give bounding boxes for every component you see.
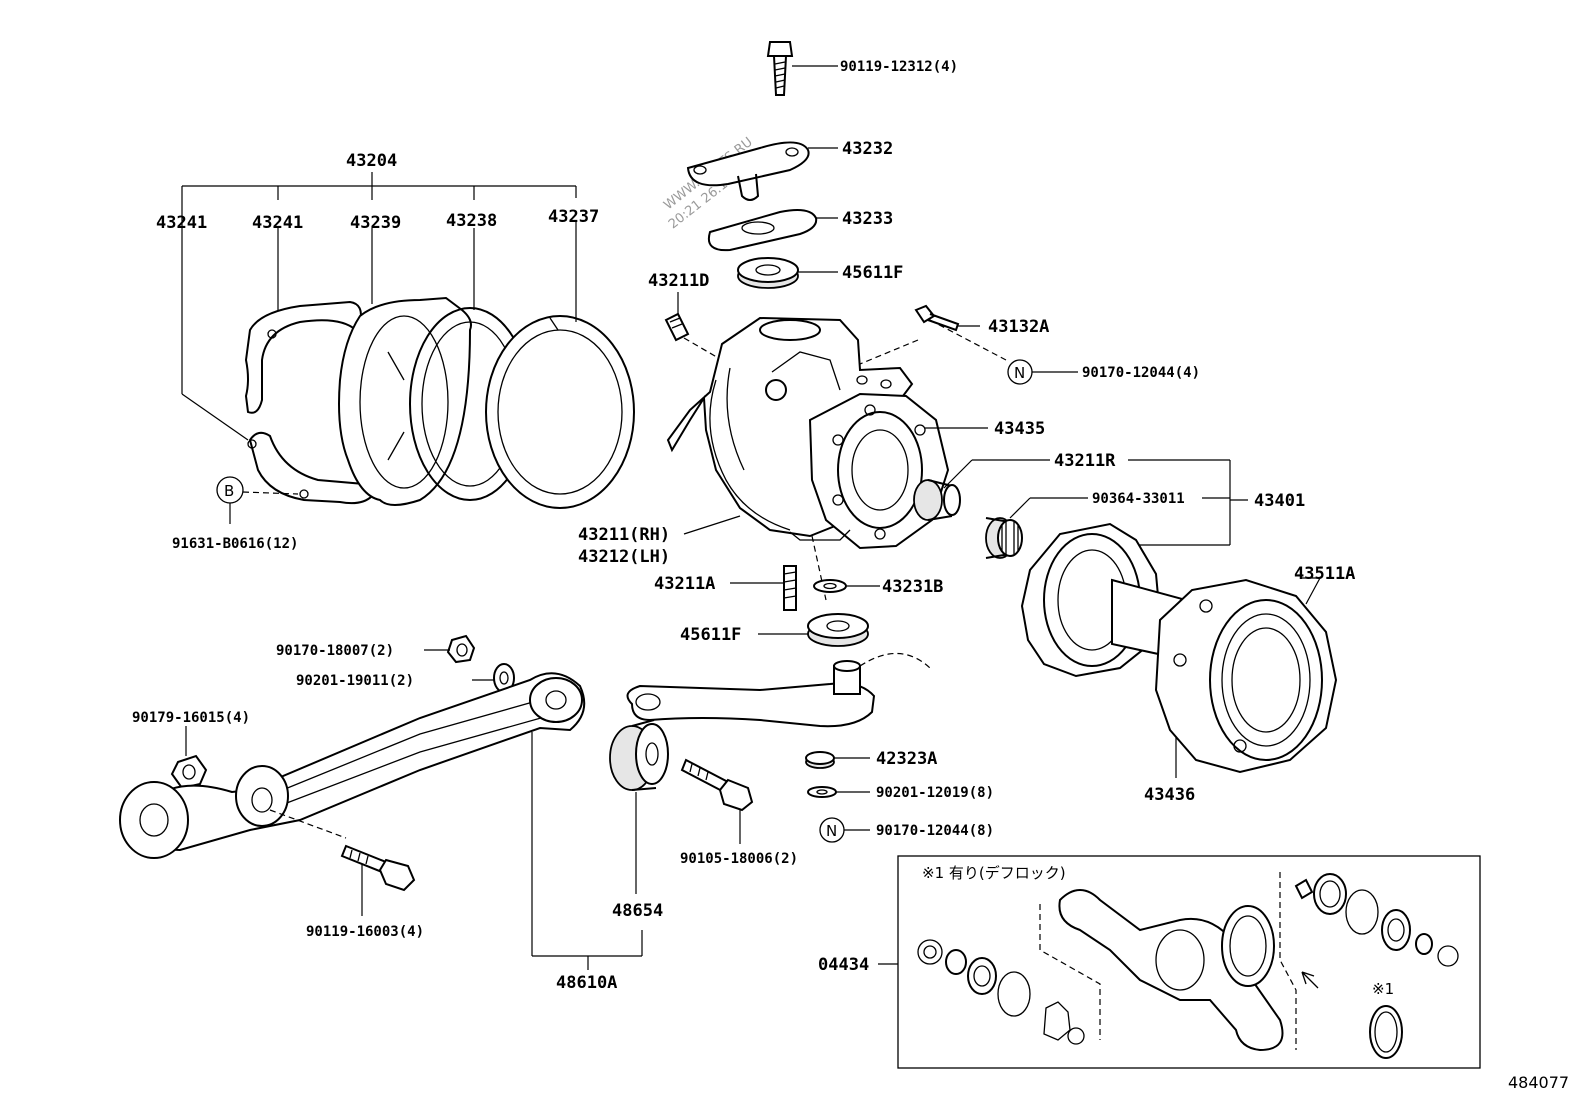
label-43232: 43232: [842, 139, 893, 159]
cap-43232: [686, 141, 810, 201]
bolt-43132a: [914, 304, 960, 332]
label-90170-12044-a: 90170-12044(4): [1082, 365, 1200, 381]
label-90170-12044-b: 90170-12044(8): [876, 823, 994, 839]
bolt-90119-12312: [766, 41, 794, 96]
label-43241-b: 43241: [252, 213, 303, 233]
label-43238: 43238: [446, 211, 497, 231]
label-48654: 48654: [612, 901, 663, 921]
stud-43211d: [664, 312, 690, 342]
label-43211d: 43211D: [648, 271, 709, 291]
label-90364-33011: 90364-33011: [1092, 491, 1185, 507]
label-48610a: 48610A: [556, 973, 617, 993]
steering-knuckle-43211: [666, 316, 950, 550]
label-43204: 43204: [346, 151, 397, 171]
label-90201-19011: 90201-19011(2): [296, 673, 414, 689]
label-43212-lh: 43212(LH): [578, 547, 670, 567]
nut-42323a: [805, 751, 835, 769]
steering-arm: [626, 652, 931, 728]
needle-bearing-90364: [985, 517, 1023, 559]
label-43237: 43237: [548, 207, 599, 227]
label-43233: 43233: [842, 209, 893, 229]
bolt-90105-18006: [680, 758, 754, 812]
nut-90179-16015: [170, 754, 208, 790]
ring-43237: [485, 315, 635, 509]
label-43211a: 43211A: [654, 574, 715, 594]
hub-43511a: [1154, 578, 1338, 774]
inset-note: ※1 有り(デフロック): [922, 864, 1066, 882]
label-04434: 04434: [818, 955, 869, 975]
nut-90170-18007: [446, 634, 476, 664]
bolt-90119-16003: [340, 844, 416, 892]
label-90201-12019: 90201-12019(8): [876, 785, 994, 801]
label-90170-18007: 90170-18007(2): [276, 643, 394, 659]
label-45611f-top: 45611F: [842, 263, 903, 283]
label-90119-16003: 90119-16003(4): [306, 924, 424, 940]
label-43511a: 43511A: [1294, 564, 1355, 584]
label-43211-rh: 43211(RH): [578, 525, 670, 545]
washer-90201-12019: [807, 786, 837, 798]
label-43436: 43436: [1144, 785, 1195, 805]
label-42323a: 42323A: [876, 749, 937, 769]
footer-code: 484077: [1508, 1073, 1569, 1092]
seal-plate-43239: [338, 296, 472, 506]
label-43132a: 43132A: [988, 317, 1049, 337]
label-90105-18006: 90105-18006(2): [680, 851, 798, 867]
inset-axle-assembly: [917, 872, 1459, 1059]
label-91631-b0616: 91631-B0616(12): [172, 536, 298, 552]
label-90179-16015: 90179-16015(4): [132, 710, 250, 726]
b-symbol-text: B: [224, 482, 234, 500]
label-43435: 43435: [994, 419, 1045, 439]
inset-box-04434: [897, 855, 1481, 1069]
label-43401: 43401: [1254, 491, 1305, 511]
bearing-45611f-bottom: [807, 613, 869, 647]
stud-43211a: [783, 565, 797, 611]
n-symbol-bottom-text: N: [826, 822, 837, 840]
bearing-45611f-top: [737, 257, 799, 289]
washer-43231b: [813, 579, 847, 593]
inset-mark: ※1: [1372, 980, 1394, 998]
label-43231b: 43231B: [882, 577, 943, 597]
label-43239: 43239: [350, 213, 401, 233]
label-45611f-bottom: 45611F: [680, 625, 741, 645]
label-90119-12312: 90119-12312(4): [840, 59, 958, 75]
lower-arm-48610a: [119, 672, 586, 859]
bushing-48654: [609, 719, 669, 791]
n-symbol-top-text: N: [1014, 364, 1025, 382]
shim-43233: [708, 209, 818, 252]
label-43211r: 43211R: [1054, 451, 1116, 471]
bushing-43211r: [913, 479, 961, 521]
